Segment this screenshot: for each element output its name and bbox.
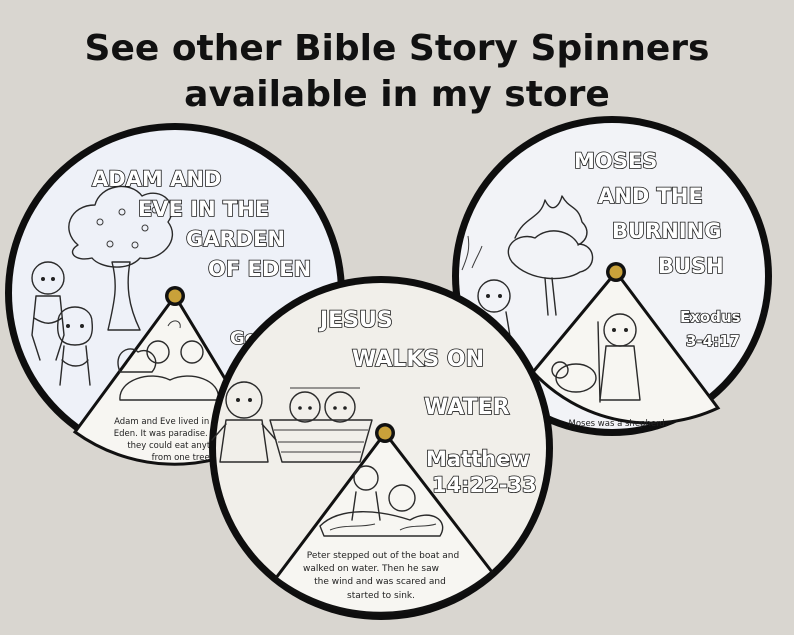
moses-title-line-2: AND THE <box>598 184 703 208</box>
moses-spinner: MOSES AND THE BURNING BUSH Exodus 3-4:17… <box>452 116 772 436</box>
adam-eve-caption-line-4: from one tree. <box>152 453 213 463</box>
jesus-caption-line-1: Peter stepped out of the boat and <box>307 551 459 561</box>
jesus-wedge-art <box>319 465 444 537</box>
adam-eve-caption-line-3: they could eat anything <box>127 441 228 451</box>
moses-wedge <box>531 269 721 425</box>
adam-eve-wedge-art <box>117 320 219 401</box>
jesus-spinner: JESUS WALKS ON WATER Matthew 14:22-33 Pe… <box>209 276 553 620</box>
jesus-reference-line-2: 14:22-33 <box>432 473 537 497</box>
moses-reference-line-2: 3-4:17 <box>686 332 740 350</box>
moses-title-line-4: BUSH <box>658 254 724 278</box>
jesus-caption-line-3: the wind and was scared and <box>314 577 446 587</box>
apple-tree-drawing <box>68 185 174 331</box>
adam-eve-title-line-2: EVE IN THE <box>138 197 269 221</box>
adam-eve-title-line-4: OF EDEN <box>208 257 311 281</box>
adam-eve-caption-line-2: Eden. It was paradise. The <box>114 429 227 439</box>
jesus-wedge <box>273 430 495 615</box>
jesus-caption-line-4: started to sink. <box>347 591 415 601</box>
jesus-reference-line-1: Matthew <box>426 447 530 471</box>
boat-drawing <box>269 387 373 463</box>
adam-eve-title-line-3: GARDEN <box>186 227 285 251</box>
moses-title-line-3: BURNING <box>612 219 721 243</box>
burning-bush-drawing <box>461 195 594 316</box>
jesus-brad <box>378 426 392 440</box>
adam-eve-title-line-1: ADAM AND <box>92 167 221 191</box>
headline-line-2: available in my store <box>184 74 610 115</box>
moses-reference-line-1: Exodus <box>680 308 741 326</box>
jesus-title-line-1: JESUS <box>318 308 393 333</box>
adam-figure <box>31 261 65 361</box>
moses-title-line-1: MOSES <box>574 149 657 173</box>
jesus-caption-line-2: walked on water. Then he saw <box>303 564 439 574</box>
jesus-title-line-3: WATER <box>424 395 510 420</box>
headline-line-1: See other Bible Story Spinners <box>84 28 710 69</box>
headline: See other Bible Story Spinners available… <box>0 26 794 118</box>
jesus-figure <box>211 381 277 463</box>
jesus-title-line-2: WALKS ON <box>352 347 484 372</box>
adam-eve-brad <box>168 289 182 303</box>
moses-wedge-art <box>551 313 641 403</box>
adam-eve-caption-line-1: Adam and Eve lived in the <box>114 417 226 427</box>
moses-caption: Moses was a shepherd. <box>568 419 667 429</box>
eve-figure <box>57 306 93 386</box>
moses-brad <box>609 265 623 279</box>
